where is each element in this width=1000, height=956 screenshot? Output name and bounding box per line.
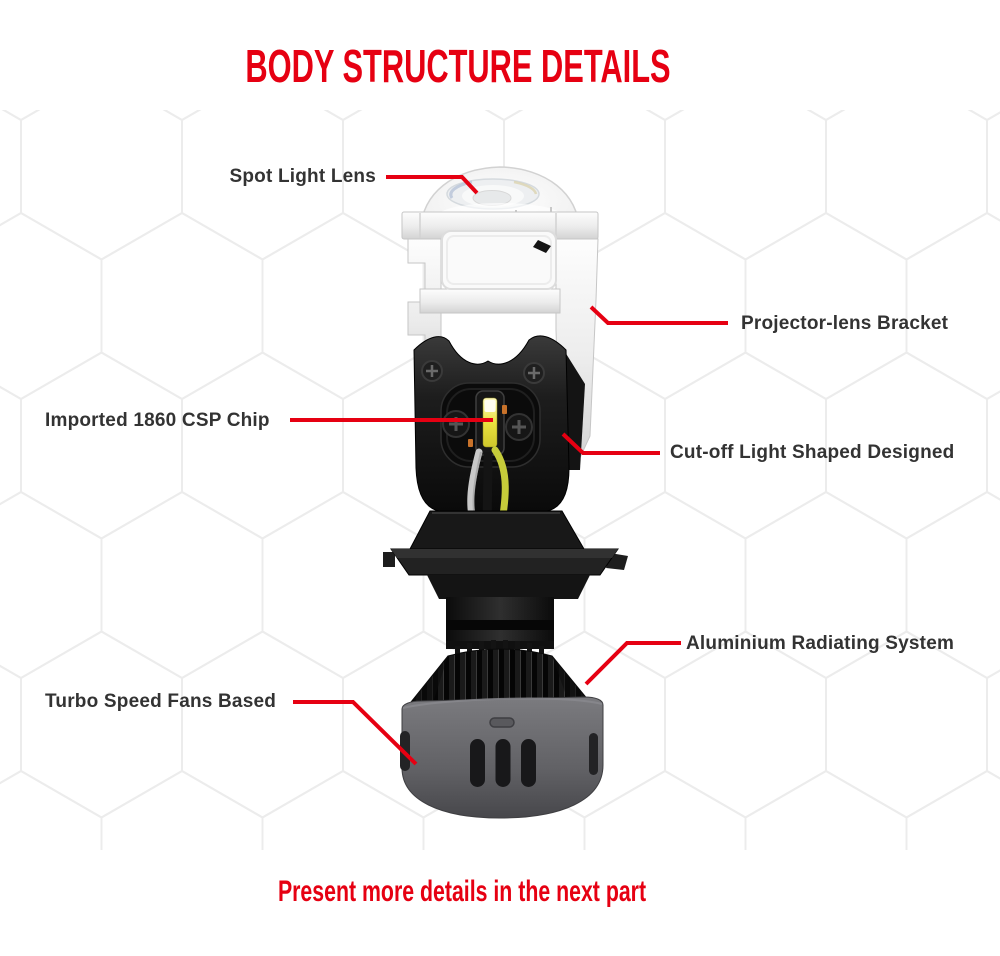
csp-chip	[475, 390, 505, 456]
page-title: BODY STRUCTURE DETAILS	[245, 40, 671, 92]
callout-line-aluminium-radiating-system	[584, 641, 681, 686]
bulb-body-part	[409, 335, 585, 550]
callout-label-spot-light-lens: Spot Light Lens	[229, 166, 376, 187]
callout-label-projector-lens-bracket: Projector-lens Bracket	[741, 313, 949, 334]
callout-label-aluminium-radiating-system: Aluminium Radiating System	[686, 633, 955, 654]
callout-line-spot-light-lens	[386, 175, 479, 195]
fan-vent-slots	[400, 731, 598, 787]
housing-emboss	[489, 717, 515, 728]
panel-screws	[442, 410, 533, 441]
lens-clip	[533, 240, 551, 253]
callout-label-imported-1860-csp-chip: Imported 1860 CSP Chip	[45, 410, 270, 431]
callout-line-projector-lens-bracket	[589, 305, 728, 325]
h4-socket-flange-part	[383, 548, 628, 599]
callout-line-turbo-speed-fans-based	[293, 700, 418, 766]
body-top-screws	[421, 360, 545, 384]
callout-label-cut-off-light-shaped-designed: Cut-off Light Shaped Designed	[670, 442, 955, 463]
neck-part	[446, 597, 554, 649]
fan-housing-part	[400, 696, 604, 819]
callout-line-cut-off-light-shaped-designed	[561, 432, 660, 455]
footer-text: Present more details in the next part	[277, 875, 647, 908]
callout-lines	[290, 175, 728, 766]
callout-label-turbo-speed-fans-based: Turbo Speed Fans Based	[45, 691, 277, 712]
